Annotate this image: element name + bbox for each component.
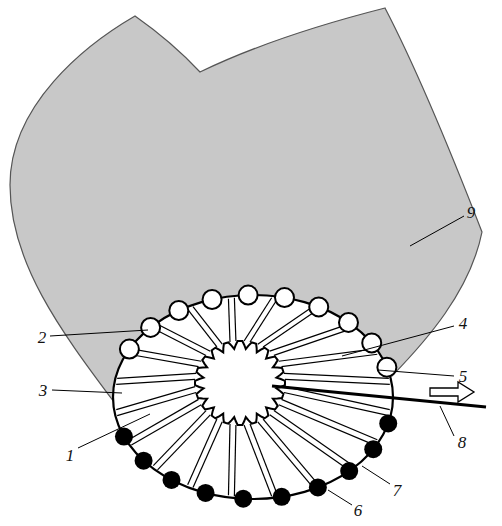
- radial-channels: [116, 298, 390, 496]
- channel-wall: [117, 373, 196, 378]
- callout-number: 4: [459, 315, 468, 332]
- channel-wall: [153, 328, 206, 355]
- black-bead: [197, 484, 215, 502]
- central-chamber: [195, 341, 285, 425]
- white-bead: [120, 340, 139, 359]
- channel-wall: [116, 379, 195, 384]
- channel-wall: [281, 354, 377, 366]
- white-bead: [169, 301, 188, 320]
- black-bead: [163, 471, 181, 489]
- channel-wall: [131, 405, 201, 445]
- channel-wall: [234, 425, 236, 496]
- channel-wall: [117, 393, 196, 416]
- channel-wall: [250, 299, 278, 342]
- black-bead: [309, 478, 327, 496]
- channel-wall: [270, 324, 349, 351]
- callout-number: 5: [459, 368, 468, 385]
- callout-number: 3: [39, 382, 48, 399]
- channel-wall: [188, 309, 217, 347]
- white-bead: [377, 358, 396, 377]
- channel-wall: [263, 419, 318, 485]
- channel-wall: [274, 411, 353, 466]
- black-bead: [364, 440, 382, 458]
- channel-wall: [285, 379, 390, 384]
- white-bead: [203, 290, 222, 309]
- white-bead: [275, 288, 294, 307]
- channel-wall: [153, 411, 206, 466]
- callout-number: 2: [38, 329, 47, 346]
- callout-number: 1: [66, 447, 75, 464]
- black-bead: [379, 414, 397, 432]
- white-bead: [309, 297, 328, 316]
- channel-wall: [274, 328, 353, 355]
- callout-number: 7: [393, 482, 402, 499]
- callout-number: 6: [354, 502, 363, 519]
- channel-wall: [279, 405, 375, 445]
- callout-number: 9: [467, 204, 476, 221]
- channel-wall: [193, 307, 222, 345]
- channel-wall: [258, 422, 313, 488]
- outlet: [272, 382, 486, 407]
- channel-wall: [158, 415, 211, 470]
- black-bead: [340, 462, 358, 480]
- channel-wall: [244, 425, 272, 496]
- black-bead: [115, 428, 133, 446]
- white-bead: [339, 313, 358, 332]
- black-bead: [273, 488, 291, 506]
- channel-wall: [228, 299, 230, 342]
- channel-wall: [270, 415, 349, 470]
- channel-wall: [188, 419, 217, 485]
- channel-wall: [129, 354, 199, 366]
- black-bead: [135, 452, 153, 470]
- device-body: [113, 295, 393, 499]
- bead-row: [115, 286, 397, 508]
- channel-wall: [116, 387, 195, 410]
- channel-wall: [193, 422, 222, 488]
- black-bead: [234, 490, 252, 508]
- channel-wall: [263, 309, 318, 347]
- white-bead: [239, 286, 258, 305]
- white-bead: [141, 318, 160, 337]
- callout-number: 8: [458, 434, 467, 451]
- channel-wall: [228, 424, 230, 495]
- channel-wall: [284, 373, 389, 378]
- channel-wall: [131, 349, 201, 361]
- channel-wall: [234, 298, 236, 341]
- channel-wall: [250, 424, 278, 495]
- leader-lines: [50, 216, 464, 505]
